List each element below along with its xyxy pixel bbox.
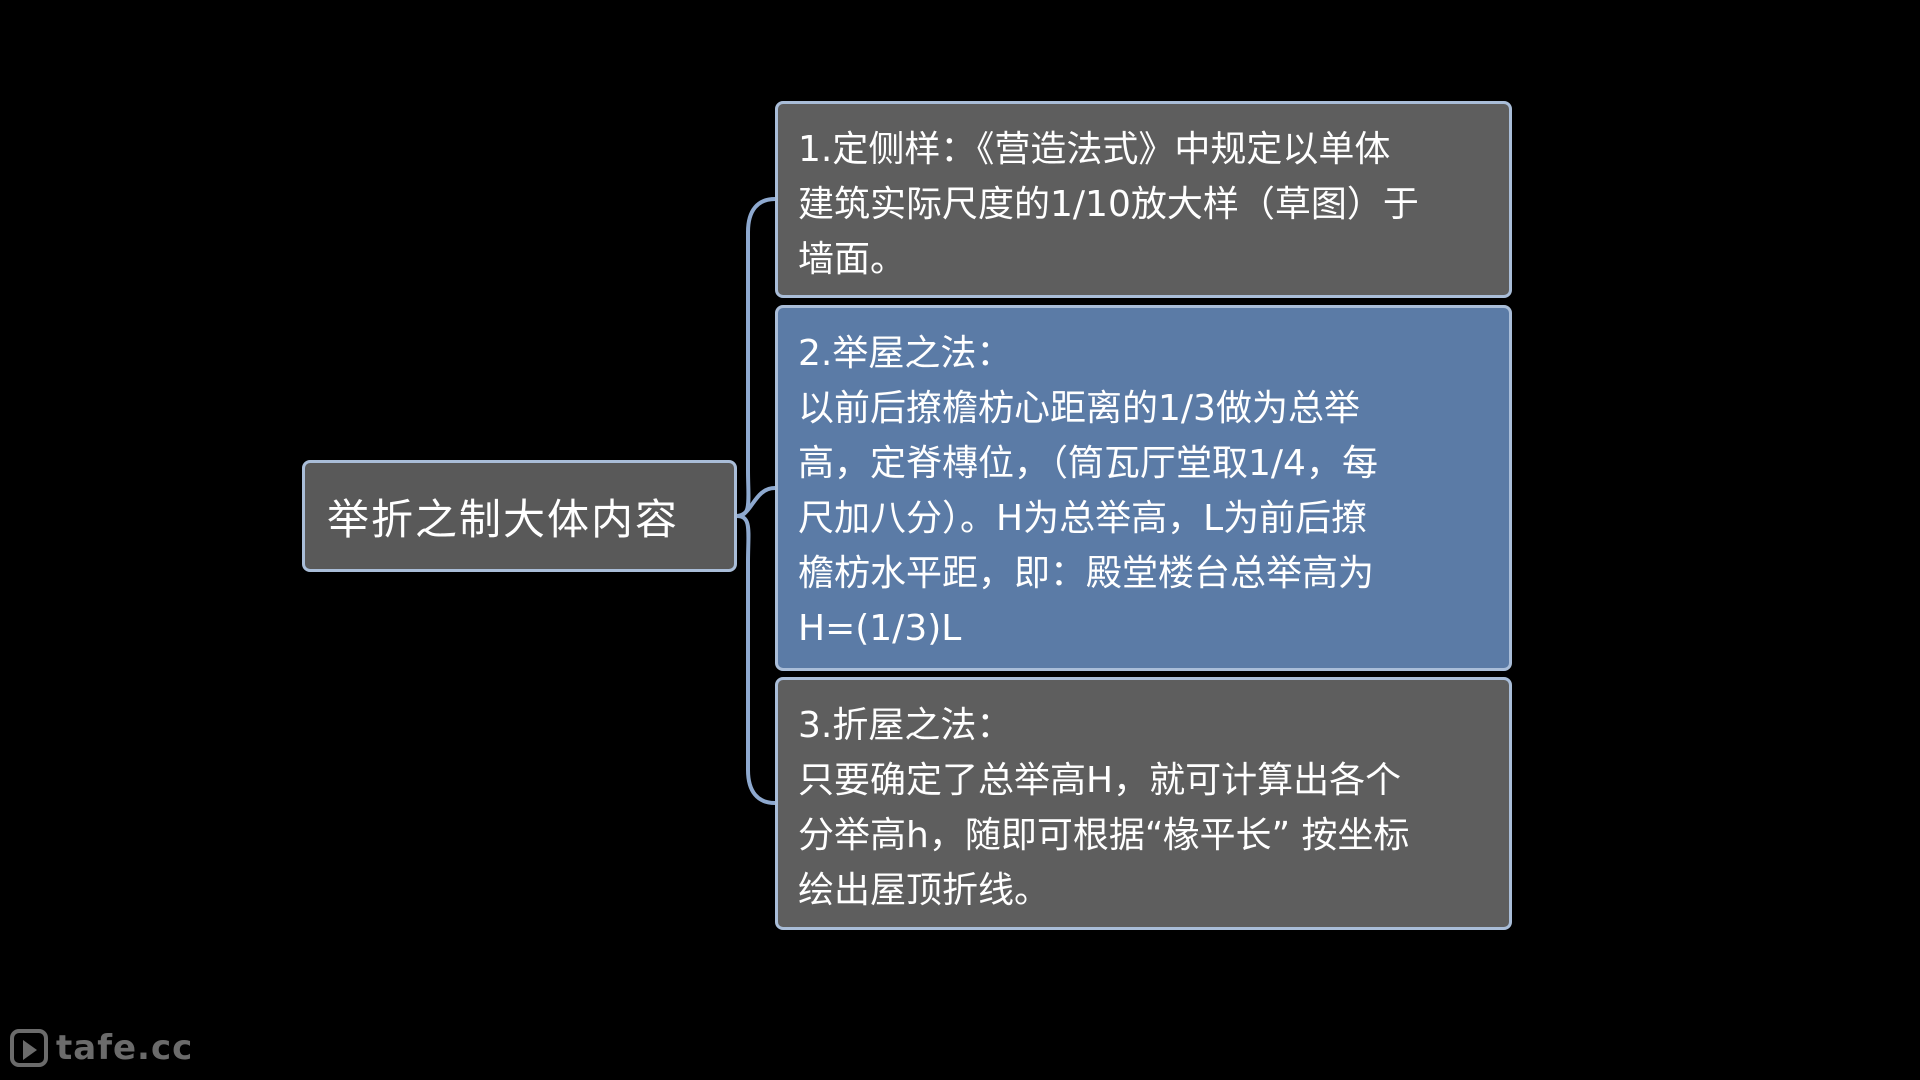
watermark-text: tafe.cc [56,1028,194,1068]
branch-3-line: 只要确定了总举高H，就可计算出各个 [798,760,1402,801]
branch-node-3: 3.折屋之法： 只要确定了总举高H，就可计算出各个 分举高h，随即可根据“椽平长… [775,677,1512,930]
branch-1-line: 墙面。 [798,239,907,280]
branch-3-line: 分举高h，随即可根据“椽平长” 按坐标 [798,815,1410,856]
connector-to-branch-1 [736,197,776,518]
branch-1-line: 建筑实际尺度的1/10放大样（草图）于 [798,184,1419,225]
connector-to-branch-2 [736,486,776,518]
branch-2-line: H=(1/3)L [798,608,962,649]
play-logo-icon [10,1029,48,1067]
branch-node-2: 2.举屋之法： 以前后撩檐枋心距离的1/3做为总举 高，定脊槫位，（筒瓦厅堂取1… [775,305,1512,671]
branch-2-line: 2.举屋之法： [798,333,1013,374]
branch-2-line: 尺加八分）。H为总举高，L为前后撩 [798,498,1368,539]
branch-2-line: 檐枋水平距，即：殿堂楼台总举高为 [798,553,1375,594]
branch-1-line: 1.定侧样：《营造法式》中规定以单体 [798,129,1391,170]
branch-2-line: 高，定脊槫位，（筒瓦厅堂取1/4，每 [798,443,1378,484]
branch-3-line: 绘出屋顶折线。 [798,870,1051,911]
branch-2-line: 以前后撩檐枋心距离的1/3做为总举 [798,388,1360,429]
root-topic-node: 举折之制大体内容 [302,460,737,572]
watermark-logo: tafe.cc [10,1026,193,1070]
connector-to-branch-3 [736,514,776,805]
branch-node-1: 1.定侧样：《营造法式》中规定以单体 建筑实际尺度的1/10放大样（草图）于 墙… [775,101,1512,298]
branch-3-line: 3.折屋之法： [798,705,1013,746]
root-topic-label: 举折之制大体内容 [327,494,680,544]
